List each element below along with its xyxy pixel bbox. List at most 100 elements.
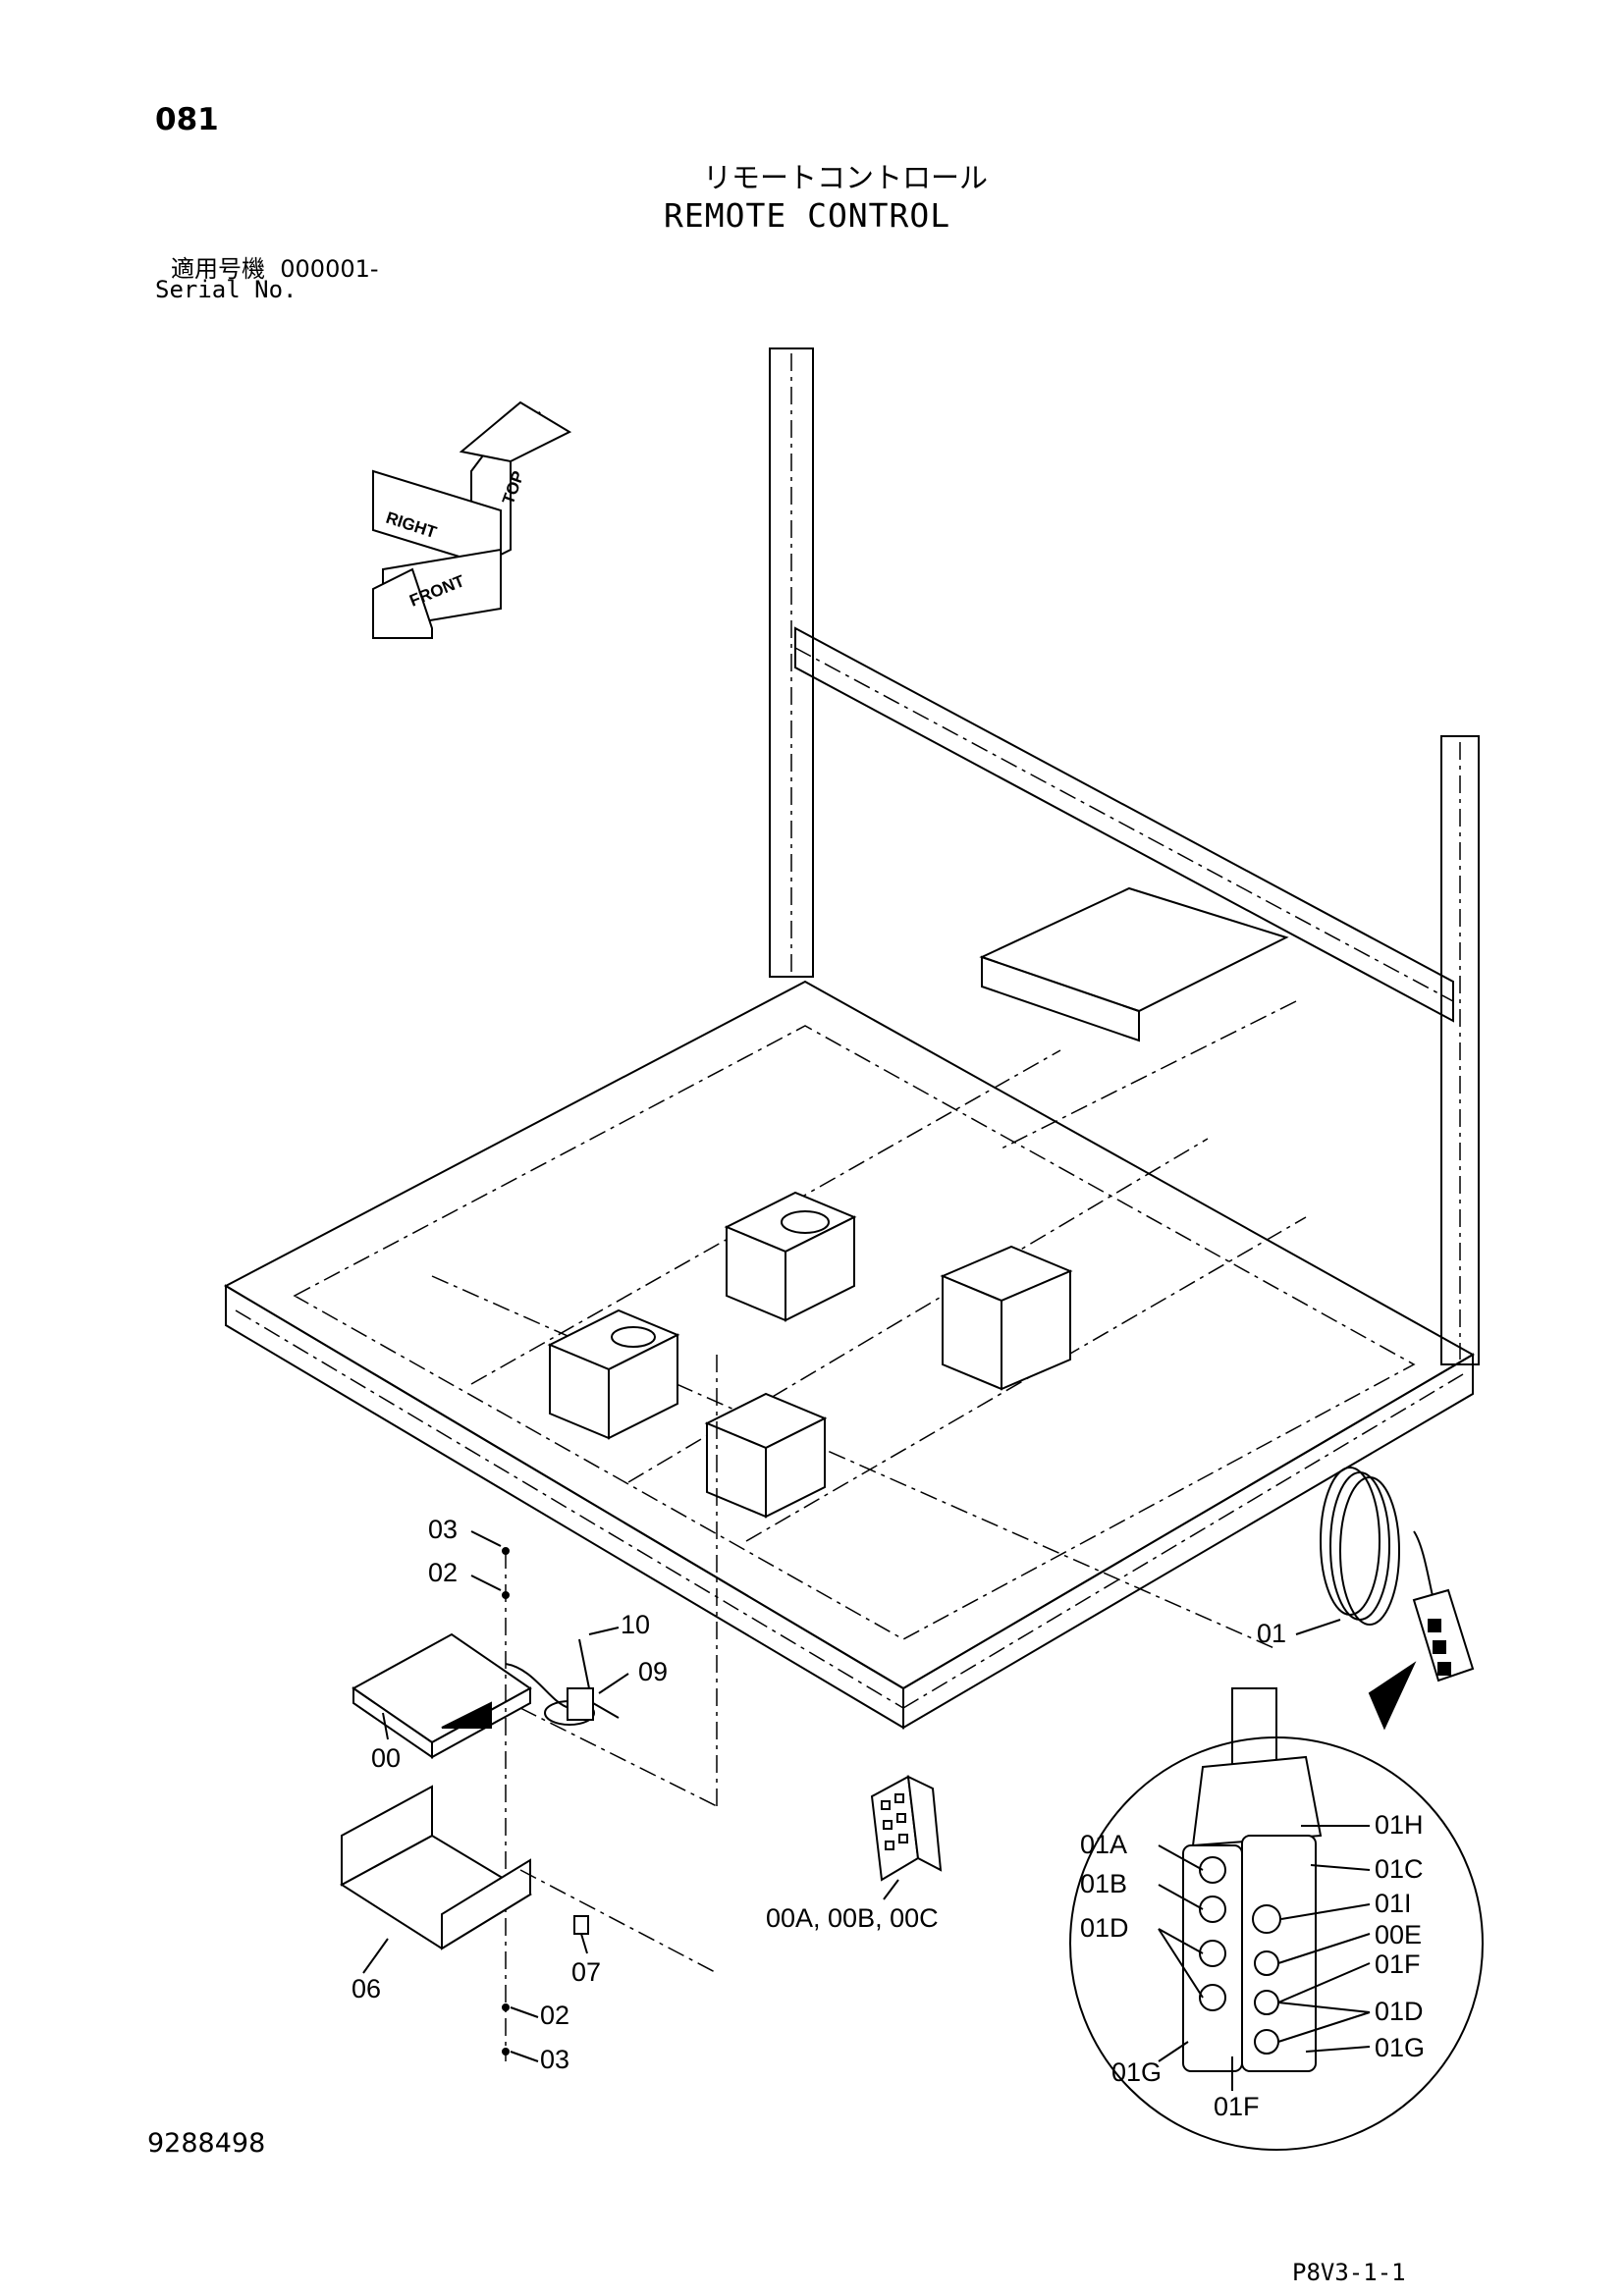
detail-callout-01H: 01H — [1375, 1810, 1424, 1840]
leader-02-bottom — [510, 2006, 539, 2018]
serial-range: 適用号機 000001- — [171, 249, 379, 284]
clip-07 — [573, 1915, 589, 1935]
detail-button-01D-1 — [1199, 1940, 1226, 1967]
callout-03-top: 03 — [428, 1515, 458, 1544]
detail-pointer — [1368, 1661, 1417, 1731]
serial-label-japanese: 適用号機 — [171, 255, 265, 283]
control-box-decal — [441, 1701, 492, 1729]
frame-floor-right-rail — [902, 1353, 1474, 1730]
leader-00abc — [883, 1879, 899, 1900]
sheet-id: P8V3-1-1 — [1292, 2259, 1406, 2286]
pendant-button-3 — [1437, 1662, 1451, 1676]
control-box-top — [352, 1632, 532, 1744]
leader-01D-right-b — [1277, 2002, 1371, 2013]
document-number: 9288498 — [147, 2128, 266, 2159]
leader-01I — [1280, 1903, 1371, 1920]
pedestal-front-side — [765, 1416, 826, 1519]
frame-control-plate-side — [981, 955, 1140, 1042]
orientation-front-arrow — [372, 567, 433, 639]
page-number: 081 — [155, 102, 219, 137]
leader-07 — [580, 1933, 588, 1954]
serial-label: Serial No. — [155, 276, 298, 303]
frame-post-rear-left — [769, 347, 814, 978]
relay-socket-2 — [894, 1793, 904, 1803]
relay-socket-3 — [883, 1820, 893, 1830]
frame-floor-inner — [293, 1025, 1416, 1640]
leader-01 — [1295, 1619, 1341, 1635]
leader-01D-right-a — [1277, 2011, 1371, 2043]
assembly-leader-base — [519, 1707, 718, 1807]
leader-01G-right — [1305, 2046, 1371, 2053]
leader-00E — [1277, 1933, 1371, 1964]
cable-clamp-tail — [592, 1702, 620, 1719]
detail-pendant-right-panel — [1241, 1835, 1317, 2072]
bolt-top-dot — [502, 1591, 510, 1599]
detail-callout-01G-left: 01G — [1111, 2057, 1162, 2087]
control-box-assembly — [352, 1632, 620, 1759]
pendant-cable-coil-3 — [1339, 1476, 1400, 1626]
pendant-cable-coil-1 — [1320, 1467, 1380, 1616]
washer-top-dot — [502, 1547, 510, 1555]
detail-pendant-head — [1191, 1755, 1323, 1847]
callout-10: 10 — [621, 1610, 650, 1639]
leader-01A — [1158, 1844, 1204, 1871]
pedestal-center-port — [781, 1210, 830, 1234]
detail-button-01D-2 — [1199, 1984, 1226, 2011]
pendant-detail-view — [1069, 1687, 1484, 2151]
nut-bottom-dot — [502, 2048, 510, 2056]
leader-01B — [1158, 1884, 1204, 1910]
frame-post-rear-right — [1440, 735, 1480, 1365]
callout-00abc: 00A, 00B, 00C — [766, 1903, 939, 1933]
detail-callout-00E: 00E — [1375, 1920, 1422, 1949]
page-title: REMOTE CONTROL — [664, 196, 951, 235]
cable-clamp-body — [567, 1687, 594, 1721]
cab-frame — [223, 347, 1480, 1730]
pedestal-right-side — [1001, 1269, 1071, 1391]
leader-10 — [588, 1627, 620, 1635]
detail-callout-01B: 01B — [1080, 1869, 1127, 1898]
detail-pendant-left-panel — [1182, 1844, 1243, 2072]
leader-01C — [1310, 1864, 1371, 1871]
detail-callout-01I: 01I — [1375, 1889, 1412, 1918]
orientation-top-arrow-head — [459, 400, 572, 463]
frame-floor-outer — [223, 980, 1476, 1690]
detail-callout-01A: 01A — [1080, 1830, 1127, 1859]
detail-callout-01D-left: 01D — [1080, 1913, 1129, 1943]
callout-07: 07 — [571, 1957, 601, 1987]
detail-button-01I — [1252, 1904, 1281, 1934]
leader-02-top — [470, 1575, 502, 1591]
page-title-japanese: リモートコントロール — [703, 161, 989, 194]
leader-03-top — [470, 1530, 502, 1547]
control-box-cable — [505, 1663, 570, 1709]
pedestal-center-side — [785, 1215, 855, 1322]
pedestal-left-side — [608, 1333, 678, 1440]
callout-09: 09 — [638, 1657, 668, 1686]
leader-01G-left — [1158, 2041, 1189, 2062]
detail-callout-01F-right: 01F — [1375, 1949, 1421, 1979]
detail-button-01A — [1199, 1856, 1226, 1884]
pendant-cable — [1413, 1530, 1435, 1601]
detail-cable — [1231, 1687, 1277, 1768]
orientation-indicator — [372, 400, 572, 639]
detail-callout-01G-right: 01G — [1375, 2033, 1425, 2062]
pedestal-left-port — [611, 1326, 656, 1348]
detail-callout-01D-right: 01D — [1375, 1997, 1424, 2026]
frame-floor-front-rail-hidden — [235, 1309, 904, 1709]
callout-02-bottom: 02 — [540, 2001, 569, 2030]
leader-01F-right — [1277, 1962, 1371, 2003]
bracket-right-flange — [441, 1858, 531, 1950]
frame-floor-right-rail-hidden — [902, 1373, 1464, 1709]
callout-06: 06 — [352, 1974, 381, 2003]
frame-upper-beam — [794, 626, 1454, 1023]
washer-bottom-dot — [502, 2003, 510, 2011]
leader-09 — [598, 1673, 629, 1694]
frame-floor-member-3 — [745, 1216, 1307, 1542]
callout-00: 00 — [371, 1743, 401, 1773]
cable-clamp-bolt — [578, 1638, 590, 1689]
leader-03-bottom — [510, 2051, 539, 2062]
frame-floor-member-4 — [431, 1275, 1277, 1650]
remote-pendant — [1320, 1467, 1475, 1731]
bracket-left-flange — [341, 1785, 433, 1887]
frame-upper-beam-hidden — [794, 647, 1454, 1002]
relay-socket-5 — [885, 1841, 894, 1850]
